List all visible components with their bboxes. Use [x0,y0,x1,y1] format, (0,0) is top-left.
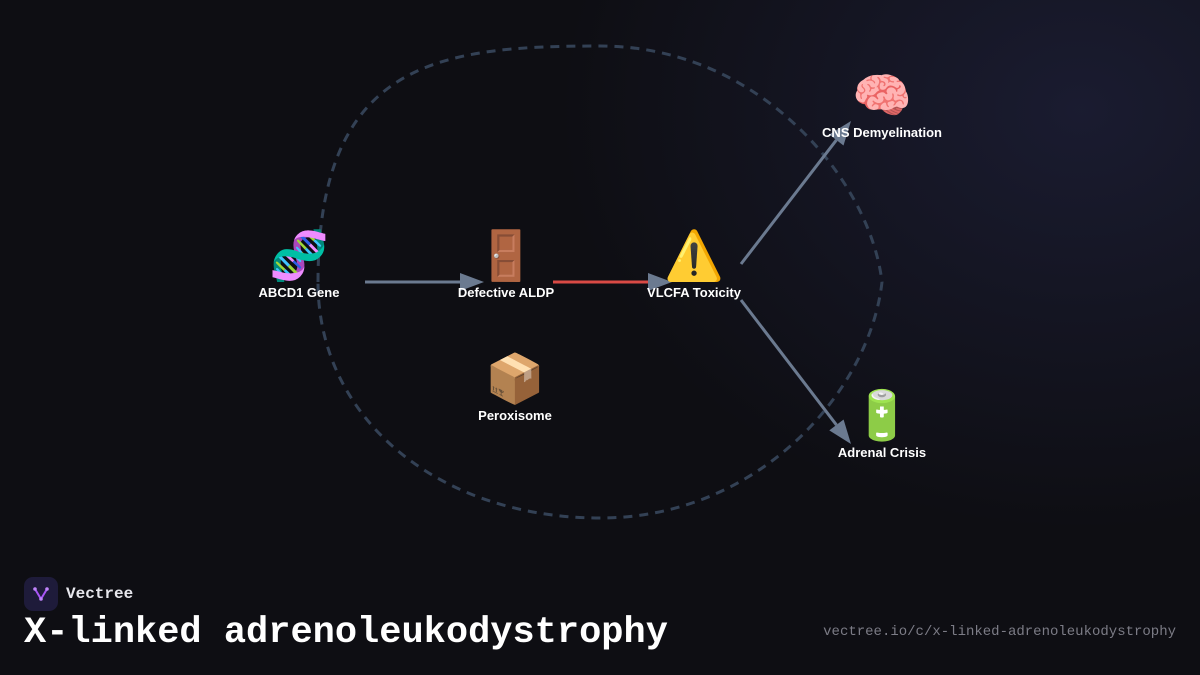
brand-name: Vectree [66,585,134,603]
arrowhead-abcd1-to-aldp [460,273,484,291]
brand[interactable]: Vectree [24,577,133,611]
page-url[interactable]: vectree.io/c/x-linked-adrenoleukodystrop… [823,624,1176,640]
node-label: ABCD1 Gene [258,285,340,300]
arrowhead-aldp-to-vlcfa [648,273,672,291]
battery-icon: 🔋 [852,388,912,444]
node-adrenal-crisis[interactable]: 🔋 Adrenal Crisis [838,388,926,460]
page-title: X-linked adrenoleukodystrophy [24,612,668,654]
package-icon: 📦 [485,351,545,407]
node-label: VLCFA Toxicity [647,285,741,300]
vectree-logo-icon [24,577,58,611]
node-label: Defective ALDP [457,285,555,300]
node-label: Peroxisome [478,408,552,423]
peroxisome-boundary [316,44,884,520]
edge-vlcfa-to-cns [739,139,838,265]
door-icon: 🚪 [476,228,536,284]
node-defective-aldp[interactable]: 🚪 Defective ALDP [458,228,554,300]
node-cns-demyelination[interactable]: 🧠 CNS Demyelination [822,68,942,140]
warning-icon: ⚠️ [664,228,724,284]
dna-icon: 🧬 [269,228,329,284]
brain-icon: 🧠 [852,68,912,124]
edge-vlcfa-to-adrenal [739,299,838,426]
arrowhead-vlcfa-to-cns [829,121,851,146]
node-label: CNS Demyelination [822,125,942,140]
node-label: Adrenal Crisis [837,445,927,460]
node-peroxisome[interactable]: 📦 Peroxisome [478,351,552,423]
arrowhead-vlcfa-to-adrenal [829,419,851,444]
node-vlcfa-toxicity[interactable]: ⚠️ VLCFA Toxicity [647,228,741,300]
node-abcd1-gene[interactable]: 🧬 ABCD1 Gene [259,228,340,300]
